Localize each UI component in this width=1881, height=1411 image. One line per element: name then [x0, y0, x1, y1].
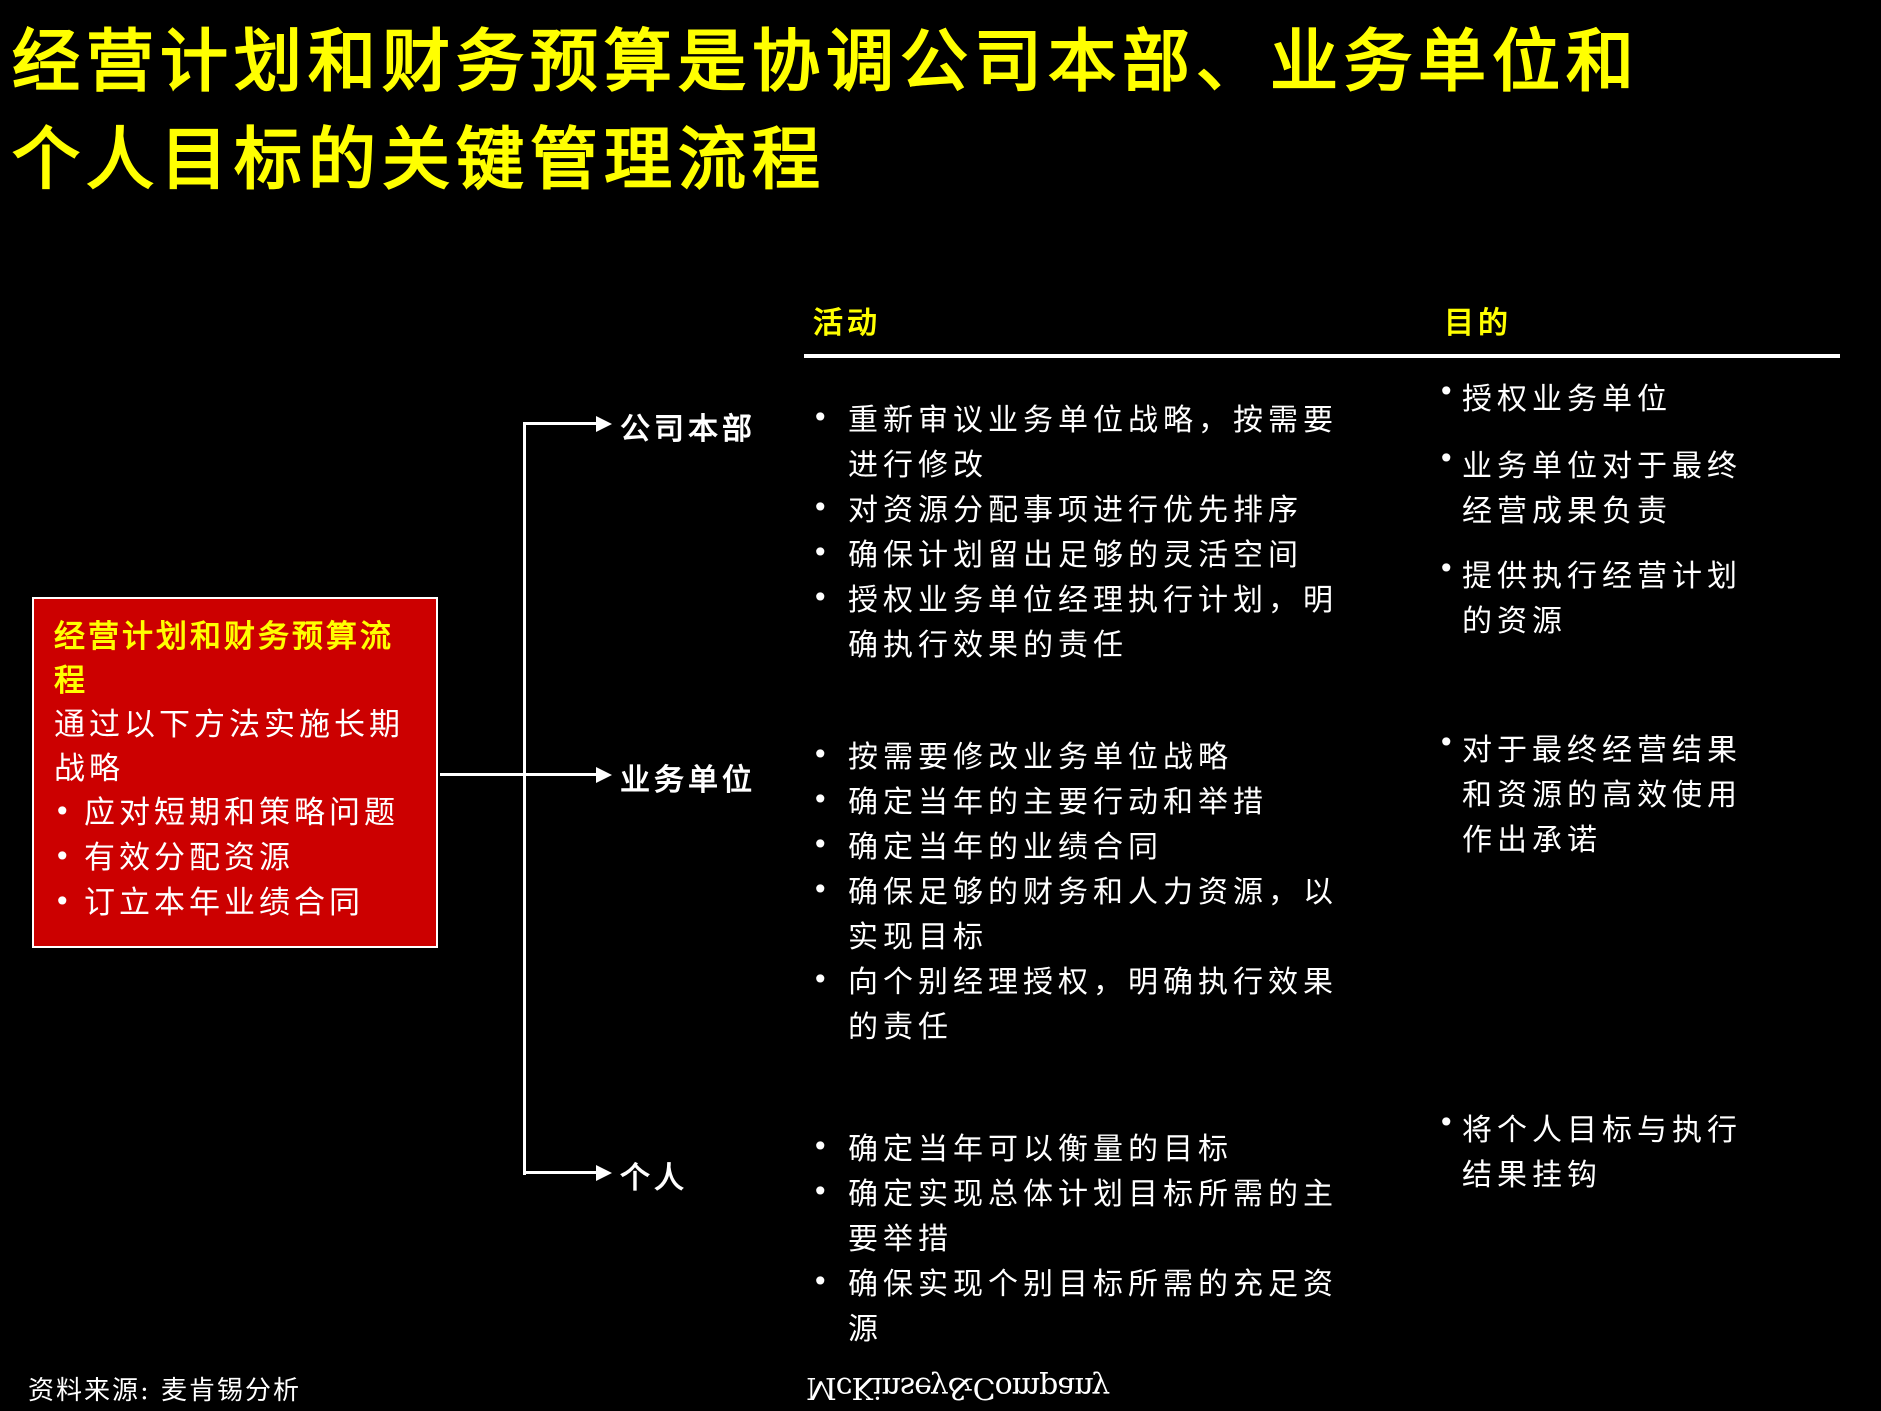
process-box-bullet: 应对短期和策略问题: [54, 789, 418, 836]
level-label-business-unit: 业务单位: [620, 763, 756, 798]
process-box-title: 经营计划和财务预算流程: [54, 619, 394, 699]
arrow-right-icon: [596, 767, 612, 783]
slide-title: 经营计划和财务预算是协调公司本部、业务单位和 个人目标的关键管理流程: [12, 14, 1881, 210]
connector-branch-bu: [523, 773, 601, 776]
process-box: 经营计划和财务预算流程 通过以下方法实施长期战略 应对短期和策略问题 有效分配资…: [32, 597, 438, 948]
activity-item: 按需要修改业务单位战略: [808, 732, 1338, 780]
activity-item: 重新审议业务单位战略，按需要进行修改: [808, 395, 1338, 488]
arrow-right-icon: [596, 1165, 612, 1181]
activity-item: 对资源分配事项进行优先排序: [808, 485, 1338, 533]
process-box-intro: 通过以下方法实施长期战略: [54, 707, 404, 787]
activity-item: 确定当年可以衡量的目标: [808, 1124, 1338, 1172]
purpose-list-business-unit: 对于最终经营结果和资源的高效使用作出承诺: [1438, 720, 1768, 863]
activities-list-business-unit: 按需要修改业务单位战略 确定当年的主要行动和举措 确定当年的业绩合同 确保足够的…: [808, 732, 1338, 1050]
level-label-individual: 个人: [620, 1161, 688, 1196]
purpose-item: 授权业务单位: [1438, 369, 1768, 422]
purpose-item: 业务单位对于最终经营成果负责: [1438, 436, 1768, 534]
purpose-list-headquarters: 授权业务单位 业务单位对于最终经营成果负责 提供执行经营计划的资源: [1438, 369, 1768, 644]
activity-item: 确定当年的业绩合同: [808, 822, 1338, 870]
slide-title-line-1: 经营计划和财务预算是协调公司本部、业务单位和: [12, 23, 1641, 102]
level-label-headquarters: 公司本部: [620, 412, 756, 447]
header-divider: [804, 354, 1840, 358]
activity-item: 向个别经理授权，明确执行效果的责任: [808, 957, 1338, 1050]
activity-item: 确保计划留出足够的灵活空间: [808, 530, 1338, 578]
process-box-bullet: 订立本年业绩合同: [54, 879, 418, 926]
activity-item: 授权业务单位经理执行计划，明确执行效果的责任: [808, 575, 1338, 668]
connector-branch-hq: [523, 422, 601, 425]
source-note: 资料来源: 麦肯锡分析: [28, 1376, 302, 1406]
activities-list-individual: 确定当年可以衡量的目标 确定实现总体计划目标所需的主要举措 确保实现个别目标所需…: [808, 1124, 1338, 1352]
connector-trunk: [523, 422, 526, 1175]
purpose-list-individual: 将个人目标与执行结果挂钩: [1438, 1100, 1768, 1198]
activity-item: 确保实现个别目标所需的充足资源: [808, 1259, 1338, 1352]
activity-item: 确定当年的主要行动和举措: [808, 777, 1338, 825]
arrow-right-icon: [596, 416, 612, 432]
activities-list-headquarters: 重新审议业务单位战略，按需要进行修改 对资源分配事项进行优先排序 确保计划留出足…: [808, 395, 1338, 668]
process-box-bullet: 有效分配资源: [54, 834, 418, 881]
purpose-item: 提供执行经营计划的资源: [1438, 546, 1768, 644]
connector-box-to-trunk: [440, 773, 525, 776]
column-header-purpose: 目的: [1444, 306, 1512, 341]
company-logo: McKinsey&Company: [806, 1370, 1109, 1405]
purpose-item: 对于最终经营结果和资源的高效使用作出承诺: [1438, 720, 1768, 863]
process-box-bullets: 应对短期和策略问题 有效分配资源 订立本年业绩合同: [54, 789, 418, 926]
column-header-activities: 活动: [813, 306, 881, 341]
connector-branch-individual: [523, 1171, 601, 1174]
slide-title-line-2: 个人目标的关键管理流程: [12, 121, 827, 200]
purpose-item: 将个人目标与执行结果挂钩: [1438, 1100, 1768, 1198]
activity-item: 确定实现总体计划目标所需的主要举措: [808, 1169, 1338, 1262]
activity-item: 确保足够的财务和人力资源，以实现目标: [808, 867, 1338, 960]
